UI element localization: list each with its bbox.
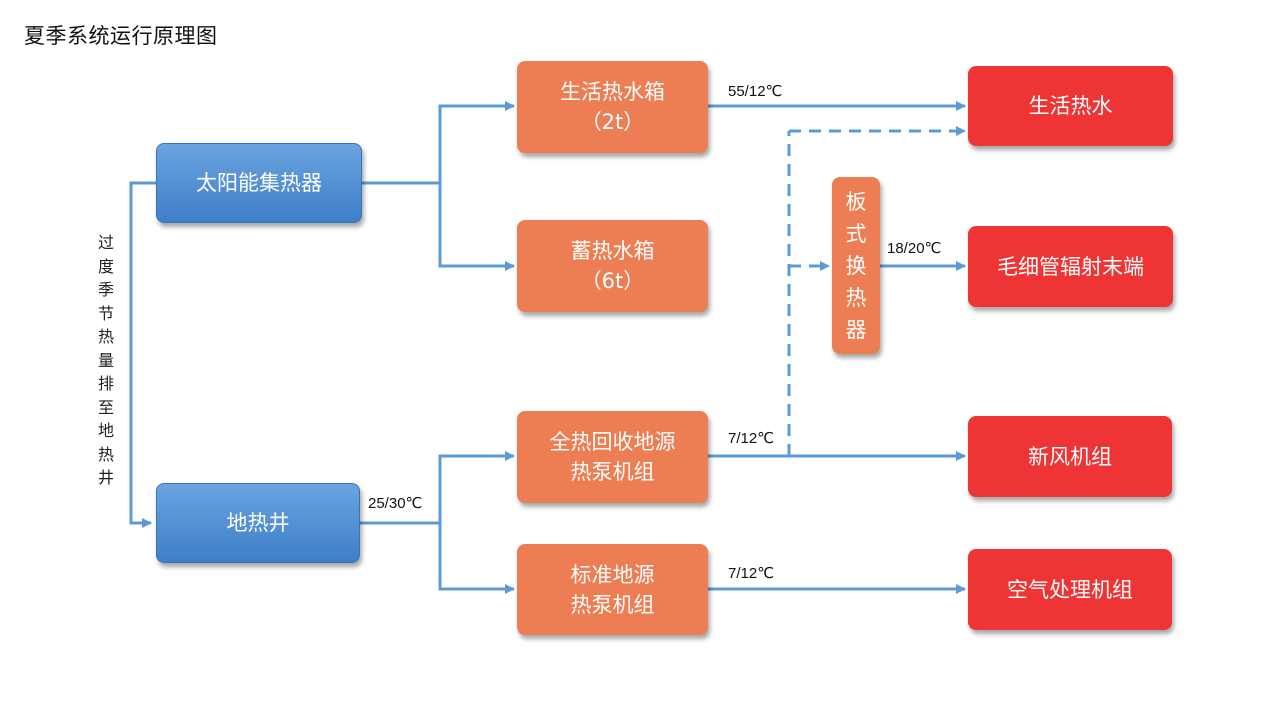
geothermal-well-box: 地热井 (156, 483, 360, 563)
recovery-heat-pump-box: 全热回收地源 热泵机组 (517, 411, 708, 503)
solar-to-storage-tank-arrow (438, 183, 515, 271)
dhw-tank-label: 生活热水箱 (560, 80, 665, 104)
solar-collector-box: 太阳能集热器 (156, 143, 362, 223)
page-title: 夏季系统运行原理图 (24, 24, 218, 48)
plate-hx-char-5: 器 (845, 317, 867, 342)
well-to-recovery-hp-arrow (438, 451, 515, 523)
solar-to-well-line (129, 181, 156, 528)
storage-tank-box: 蓄热水箱 （6t） (517, 220, 708, 312)
dhw-temperature-label: 55/12℃ (728, 83, 783, 100)
standard-heat-pump-label-1: 标准地源 (570, 562, 655, 587)
standard-heat-pump-label-2: 热泵机组 (570, 592, 655, 617)
plate-hx-char-1: 板 (845, 189, 867, 214)
side-note-vertical: 过度季节热量排至地热井 (97, 233, 114, 487)
fresh-air-unit-box: 新风机组 (968, 416, 1172, 497)
air-handling-unit-label: 空气处理机组 (1007, 577, 1133, 602)
plate-heat-exchanger-box: 板 式 换 热 器 (832, 177, 880, 354)
domestic-hot-water-box: 生活热水 (968, 66, 1173, 146)
recovery-temperature-label: 7/12℃ (728, 430, 775, 447)
storage-tank-capacity: （6t） (580, 269, 645, 293)
fresh-air-unit-label: 新风机组 (1028, 444, 1112, 469)
solar-to-dhw-tank-arrow (438, 101, 515, 183)
domestic-hot-water-label: 生活热水 (1028, 94, 1113, 118)
solar-collector-label: 太阳能集热器 (196, 171, 322, 195)
recovery-heat-pump-label-2: 热泵机组 (570, 460, 655, 484)
standard-temperature-label: 7/12℃ (728, 565, 775, 582)
well-temperature-label: 25/30℃ (368, 495, 423, 512)
plate-hx-char-2: 式 (845, 221, 867, 246)
storage-tank-label: 蓄热水箱 (570, 239, 655, 263)
recovery-heat-pump-label-1: 全热回收地源 (549, 430, 676, 454)
dhw-tank-box: 生活热水箱 （2t） (517, 61, 708, 153)
capillary-radiant-box: 毛细管辐射末端 (968, 226, 1173, 307)
standard-heat-pump-box: 标准地源 热泵机组 (517, 544, 708, 635)
capillary-radiant-label: 毛细管辐射末端 (997, 254, 1144, 279)
air-handling-unit-box: 空气处理机组 (968, 549, 1172, 630)
plate-hx-char-4: 热 (845, 285, 867, 310)
geothermal-well-label: 地热井 (226, 511, 290, 535)
dhw-tank-capacity: （2t） (580, 110, 645, 134)
hx-temperature-label: 18/20℃ (887, 240, 942, 257)
well-to-std-hp-arrow (438, 523, 515, 594)
plate-hx-char-3: 换 (845, 253, 867, 278)
